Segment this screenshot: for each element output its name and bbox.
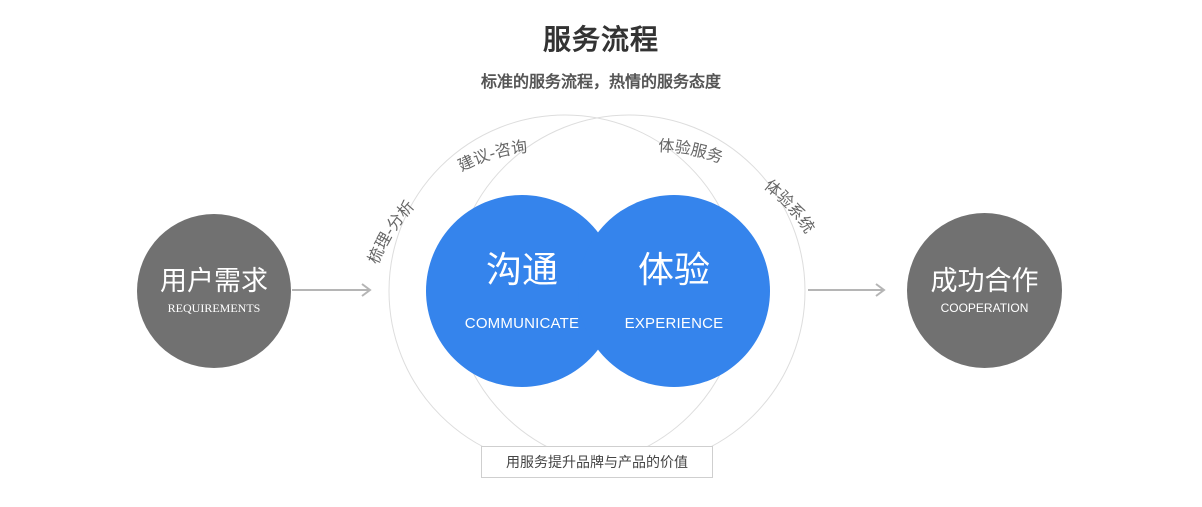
requirements-title: 用户需求 [160,265,268,297]
requirements-node: 用户需求 REQUIREMENTS [137,214,291,368]
arc-label-left-top: 建议-咨询 [455,137,529,175]
experience-title: 体验 [637,249,710,291]
value-caption: 用服务提升品牌与产品的价值 [506,455,688,471]
cooperation-title: 成功合作 [930,265,1039,297]
experience-subtitle: EXPERIENCE [624,314,724,332]
experience-circle: 体验 EXPERIENCE [578,195,770,387]
cooperation-node: 成功合作 COOPERATION [907,213,1062,368]
right-arrow [808,283,886,297]
communicate-title: 沟通 [485,249,558,291]
page-title: 服务流程 [542,23,659,56]
page-subtitle: 标准的服务流程，热情的服务态度 [480,72,721,91]
value-caption-box: 用服务提升品牌与产品的价值 [481,446,713,478]
communicate-circle: 沟通 COMMUNICATE [426,195,618,387]
requirements-subtitle: REQUIREMENTS [167,300,261,315]
left-arrow [292,283,372,297]
cooperation-subtitle: COOPERATION [940,300,1029,315]
arc-label-right-top: 体验服务 [658,136,726,167]
communicate-subtitle: COMMUNICATE [464,314,580,332]
arc-label-left-outer: 梳理-分析 [364,197,418,267]
arc-label-right-outer: 体验系统 [761,176,819,237]
